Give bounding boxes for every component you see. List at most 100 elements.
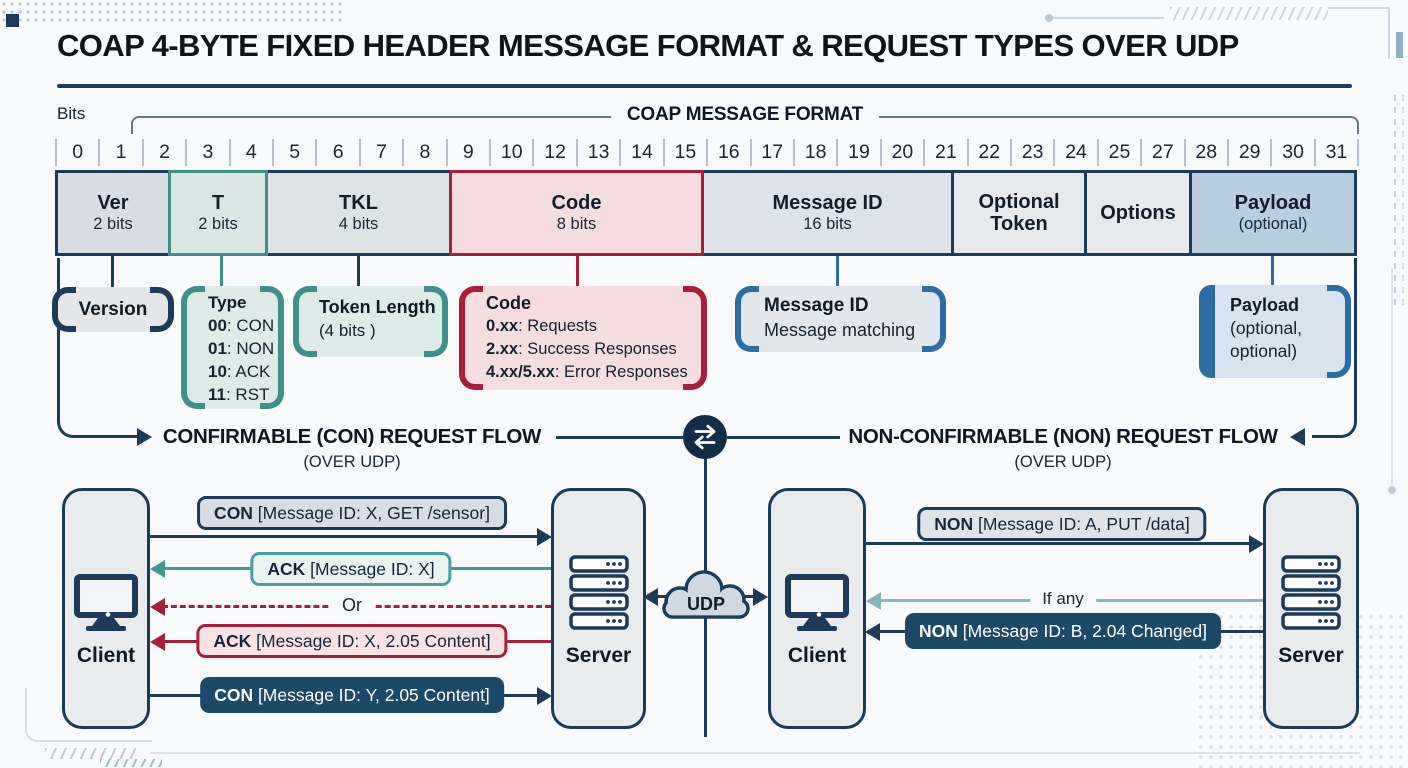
field-name: TKL [339,192,378,214]
bit-number: 18 [792,139,836,166]
field-payload: Payload (optional) [1189,170,1357,256]
callout-token-length: Token Length (4 bits ) [293,286,448,357]
hatch-decoration-top-right [1170,7,1328,20]
bit-number: 5 [272,139,315,166]
server-label: Server [565,644,632,667]
bit-number: 31 [1313,139,1357,166]
field-version: Ver 2 bits [55,170,171,256]
dotted-line-decoration [1388,268,1396,494]
format-bracket: COAP MESSAGE FORMAT [131,104,1359,134]
con-flow-subtitle: (OVER UDP) [303,453,401,471]
field-name: Options [1100,202,1176,224]
frame-line-bottom [150,752,1360,754]
field-size: 16 bits [803,215,852,233]
connector-token-length [357,256,360,287]
callout-payload: Payload (optional, optional) [1199,285,1351,378]
field-size: 2 bits [198,215,238,233]
non-client-node: Client [768,488,866,729]
field-optional-token: Optional Token [951,170,1087,256]
bit-number: 20 [879,139,923,166]
arrowhead-left [150,633,165,651]
arrowhead-right [1249,535,1264,553]
bit-number: 29 [1226,139,1270,166]
bit-number-row: 0 1 2 3 4 5 6 7 8 9 10 12 13 14 15 16 17… [55,139,1359,166]
edge-bar-decoration [1396,32,1403,58]
monitor-icon [73,573,139,636]
bit-number: 2 [141,139,185,166]
server-label: Server [1278,644,1344,667]
udp-arrow-line-right [740,595,756,598]
callout-code: Code 0.xx: Requests 2.xx: Success Respon… [459,286,707,390]
payload-detail: (optional, [1230,318,1302,338]
server-icon [568,555,629,636]
arrowhead-right [753,588,768,606]
callout-title: Code [486,293,531,313]
field-size: 2 bits [93,215,133,233]
field-size: 4 bits [338,215,379,233]
title-line-right [727,436,840,439]
con-server-node: Server [551,488,646,729]
client-label: Client [76,644,136,667]
bit-number: 25 [1096,139,1140,166]
field-size: 8 bits [556,215,597,233]
udp-label: UDP [687,594,725,614]
connector-message-id [836,256,839,287]
field-name: Payload [1234,192,1312,214]
type-value: 10: ACK [208,362,271,381]
message-ack-content: ACK [Message ID: X, 2.05 Content] [196,624,508,658]
message-id-detail: Message matching [764,320,916,340]
connector-type [220,256,223,287]
bit-number: 3 [185,139,228,166]
bit-number: 4 [228,139,272,166]
if-any-label: If any [1030,589,1096,609]
arrowhead-right [537,528,552,546]
bit-number: 23 [1009,139,1053,166]
server-icon [1281,555,1341,636]
type-value: 11: RST [208,385,270,404]
title-underline [57,84,1352,88]
hatch-decoration-bottom-left-teal [100,759,162,767]
callout-type: Type 00: CON 01: NON 10: ACK 11: RST [181,286,284,409]
arrowhead-to-con-title [137,428,152,446]
bit-number: 28 [1183,139,1227,166]
bit-number: 1 [98,139,141,166]
bit-number: 6 [315,139,358,166]
type-value: 01: NON [208,339,275,358]
bit-number: 15 [662,139,706,166]
bit-number: 0 [55,139,98,166]
non-request-line [865,542,1251,545]
arrowhead-left [150,598,165,616]
field-options: Options [1084,170,1192,256]
bit-number: 24 [1053,139,1096,166]
callout-title: Message ID [764,295,869,316]
message-non-response: NON [Message ID: B, 2.04 Changed] [905,613,1221,649]
bit-number: 30 [1270,139,1313,166]
callout-message-id: Message ID Message matching [735,286,946,352]
connector-to-non-flow [1312,258,1357,438]
callout-title: Payload [1230,295,1300,315]
arrowhead-left [150,560,165,578]
con-request-line [150,535,540,538]
callout-version: Version [52,287,174,332]
arrowhead-left [865,623,880,641]
payload-detail: optional) [1230,341,1298,361]
circuit-line-decoration [1388,7,1390,59]
arrowhead-left [643,588,658,606]
callout-title: Type [208,293,247,312]
udp-cloud-icon: UDP [650,560,762,635]
field-name: Optional Token [978,191,1060,235]
non-flow-title: NON-CONFIRMABLE (NON) REQUEST FLOW [848,425,1278,448]
message-con-response: CON [Message ID: Y, 2.05 Content] [200,677,504,713]
connector-code [576,256,579,287]
callout-title: Token Length [319,297,436,317]
title-line-left [556,436,683,439]
arrowhead-right [537,687,552,705]
arrowhead-left [866,592,881,610]
token-length-detail: (4 bits ) [319,321,376,340]
arrowhead-to-non-title [1290,428,1305,446]
halftone-dots-top-left [0,0,345,26]
circuit-line-decoration [1328,7,1390,9]
connector-version [111,256,114,287]
client-label: Client [787,644,847,667]
